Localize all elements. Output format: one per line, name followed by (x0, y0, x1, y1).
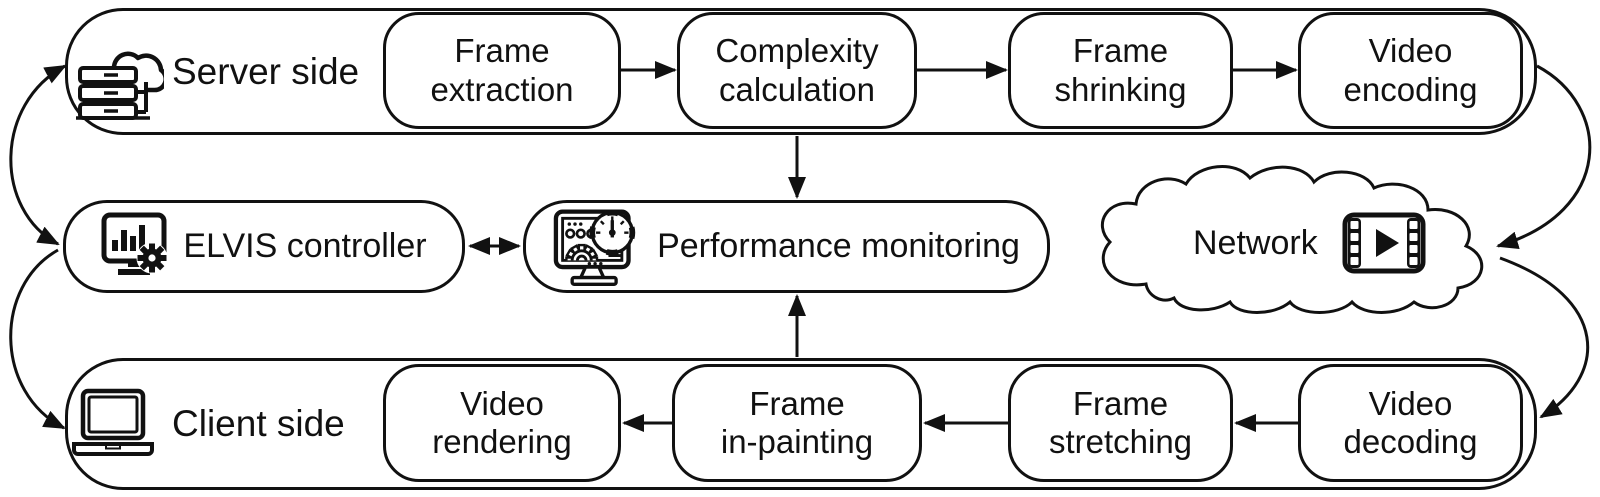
frame-extraction-label: Frame extraction (430, 32, 574, 108)
monitor-stats-gear-icon (101, 212, 168, 275)
curve-controller-client (9, 248, 66, 430)
node-frame-extraction: Frame extraction (383, 12, 621, 129)
server-side-label: Server side (172, 50, 360, 92)
node-performance-monitoring: Performance monitoring (523, 200, 1050, 293)
laptop-icon (72, 388, 154, 456)
complexity-calculation-label: Complexity calculation (715, 32, 879, 108)
frame-inpainting-label: Frame in-painting (720, 384, 874, 460)
network-label: Network (1193, 223, 1318, 262)
frame-shrinking-label: Frame shrinking (1054, 32, 1187, 108)
node-video-rendering: Video rendering (383, 364, 621, 482)
node-frame-inpainting: Frame in-painting (672, 364, 922, 482)
node-complexity-calculation: Complexity calculation (677, 12, 917, 129)
node-video-decoding: Video decoding (1298, 364, 1523, 482)
film-play-icon (1342, 212, 1426, 274)
node-elvis-controller: ELVIS controller (63, 200, 465, 293)
node-video-encoding: Video encoding (1298, 12, 1523, 129)
network-cloud: Network (1193, 211, 1426, 275)
frame-stretching-label: Frame stretching (1048, 384, 1193, 460)
video-rendering-label: Video rendering (432, 384, 572, 460)
curve-server-controller (9, 64, 67, 246)
video-encoding-label: Video encoding (1343, 32, 1478, 108)
elvis-controller-label: ELVIS controller (183, 227, 427, 265)
node-frame-shrinking: Frame shrinking (1008, 12, 1233, 129)
server-cloud-icon (76, 51, 164, 120)
performance-monitoring-label: Performance monitoring (657, 227, 1020, 265)
video-decoding-label: Video decoding (1343, 384, 1478, 460)
node-frame-stretching: Frame stretching (1008, 364, 1233, 482)
monitor-gauge-gear-icon (553, 208, 636, 286)
client-side-label: Client side (172, 403, 345, 444)
